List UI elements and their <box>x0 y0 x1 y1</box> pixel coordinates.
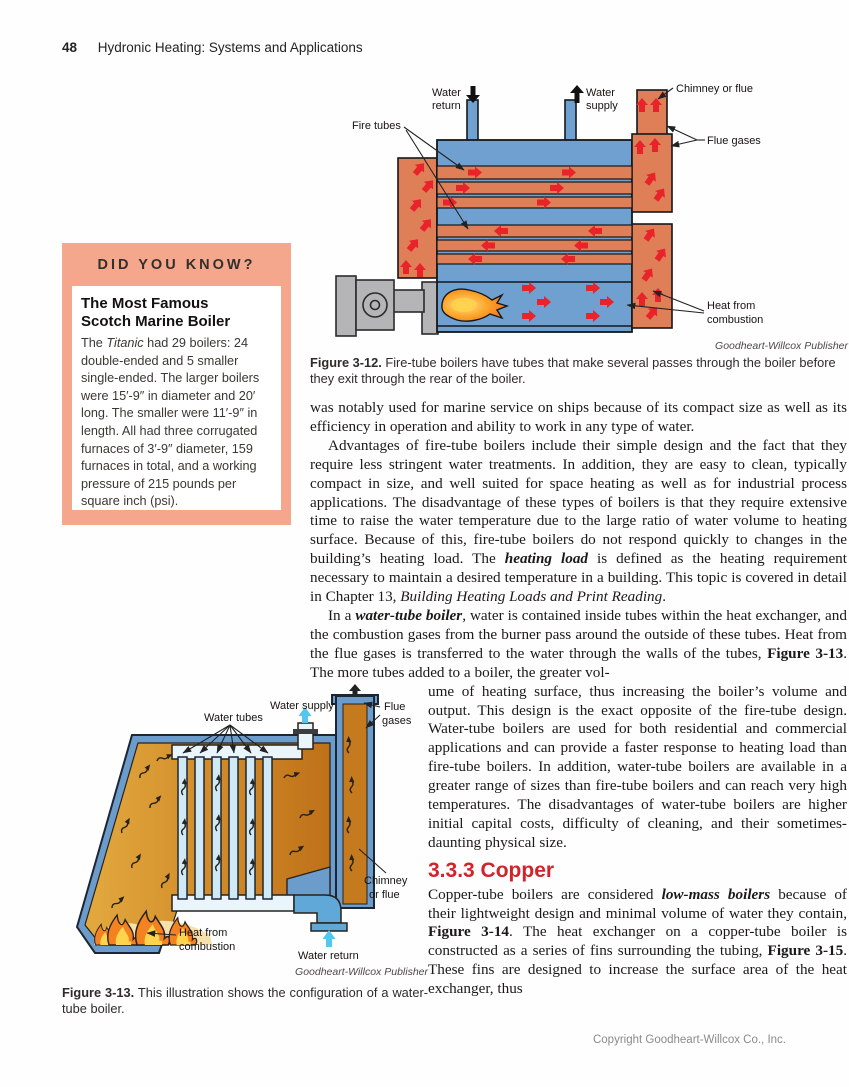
label-water-supply: Water supply <box>270 700 334 712</box>
svg-text:combustion: combustion <box>179 941 235 953</box>
label-flue-gases: Flue <box>384 701 405 713</box>
article-body: was notably used for marine service on s… <box>62 399 847 1017</box>
label-flue-gases: Flue gases <box>707 135 761 147</box>
figure-3-12: Water return Water supply Chimney or flu… <box>310 78 848 387</box>
flame-icon <box>441 288 510 322</box>
water-supply-pipe <box>564 99 577 143</box>
figure-credit: Goodheart-Willcox Publisher <box>715 340 848 352</box>
did-you-know-banner: DID YOU KNOW? <box>97 257 256 273</box>
figure-caption: Figure 3-12. Fire-tube boilers have tube… <box>310 355 836 387</box>
label-water-tubes: Water tubes <box>204 712 263 724</box>
label-water-return: Water <box>432 87 461 99</box>
section-heading: 3.3.3 Copper <box>428 858 555 882</box>
water-return-pipe <box>293 893 348 932</box>
water-supply-arrow-icon <box>570 85 584 103</box>
running-head: 48 Hydronic Heating: Systems and Applica… <box>62 40 363 55</box>
did-you-know-box: DID YOU KNOW? The Most Famous Scotch Mar… <box>62 243 291 525</box>
figure-caption: Figure 3-13. This illustration shows the… <box>62 984 428 1016</box>
svg-text:or flue: or flue <box>369 889 400 901</box>
figure-3-13: Water supply Water tubes Flue gases Chim… <box>62 683 428 1017</box>
flue-exit-arrow-icon <box>349 683 361 695</box>
label-heat-from-combustion: Heat from <box>707 300 755 312</box>
water-tubes <box>177 755 273 900</box>
fire-tubes-upper <box>436 165 633 209</box>
water-return-pipe <box>466 99 479 143</box>
paragraph: was notably used for marine service on s… <box>310 399 847 435</box>
svg-text:return: return <box>432 100 461 112</box>
water-supply-arrow-icon <box>298 706 312 723</box>
fire-tubes-middle <box>436 224 633 265</box>
water-tube-boiler-diagram: Water supply Water tubes Flue gases Chim… <box>75 683 412 962</box>
leader-lines <box>146 701 387 937</box>
label-heat-from-combustion: Heat from <box>179 927 227 939</box>
paragraph: ume of heating surface, thus increasing … <box>428 682 847 851</box>
label-water-supply: Water <box>586 87 615 99</box>
svg-text:supply: supply <box>586 100 618 112</box>
svg-text:gases: gases <box>382 715 412 727</box>
water-return-arrow-icon <box>322 929 336 947</box>
burner-icon <box>335 275 439 337</box>
rear-smokebox <box>397 157 438 279</box>
page-number: 48 <box>62 40 78 55</box>
paragraph: In a water-tube boiler, water is contain… <box>310 606 847 681</box>
paragraph: Advantages of fire-tube boilers include … <box>310 436 847 606</box>
did-you-know-card: The Most Famous Scotch Marine Boiler The… <box>72 286 281 510</box>
figure-credit: Goodheart-Willcox Publisher <box>295 965 428 978</box>
water-return-arrow-icon <box>466 86 480 103</box>
chimney-stack <box>631 89 673 329</box>
label-chimney-or-flue: Chimney <box>364 875 408 887</box>
svg-text:combustion: combustion <box>707 314 763 326</box>
did-you-know-title: The Most Famous Scotch Marine Boiler <box>81 295 231 330</box>
label-water-return: Water return <box>298 950 359 962</box>
running-title: Hydronic Heating: Systems and Applicatio… <box>97 40 363 55</box>
label-chimney-or-flue: Chimney or flue <box>676 83 753 95</box>
leader-lines <box>403 87 705 314</box>
paragraph: Copper-tube boilers are considered low-m… <box>428 885 847 998</box>
copyright-footer: Copyright Goodheart-Willcox Co., Inc. <box>592 1034 786 1046</box>
narrow-text-column: ume of heating surface, thus increasing … <box>428 683 847 1000</box>
chimney-flue <box>331 693 379 909</box>
label-fire-tubes: Fire tubes <box>352 120 401 132</box>
did-you-know-body: The Titanic had 29 boilers: 24 double-en… <box>81 336 260 509</box>
fire-tube-boiler-diagram: Water return Water supply Chimney or flu… <box>335 83 763 337</box>
